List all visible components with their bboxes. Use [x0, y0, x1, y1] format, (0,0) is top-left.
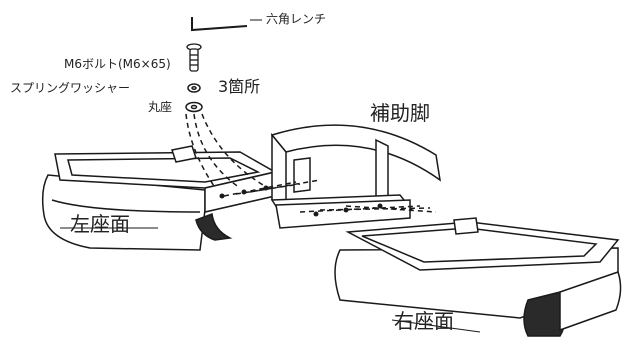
spring-washer-icon [187, 83, 201, 93]
right-seat-label: 右座面 [394, 309, 454, 333]
left-seat [41, 145, 278, 251]
bolt-holes [219, 185, 383, 217]
bolt-icon [186, 43, 202, 72]
right-seat [334, 217, 622, 337]
support-leg-label: 補助脚 [370, 101, 430, 125]
bolt-label: M6ボルト(M6×65) [64, 57, 171, 71]
flat-washer-icon [185, 101, 203, 113]
spring-washer-label: スプリングワッシャー [10, 81, 131, 95]
flat-washer-label: 丸座 [148, 100, 173, 114]
left-seat-label: 左座面 [70, 212, 130, 236]
hex-wrench-icon [191, 17, 248, 32]
assembly-guide-lines [185, 113, 437, 213]
hex-wrench-label: 六角レンチ [266, 12, 327, 26]
label-leader-lines [60, 227, 481, 333]
support-leg [270, 124, 442, 229]
quantity-label: 3箇所 [218, 77, 261, 96]
